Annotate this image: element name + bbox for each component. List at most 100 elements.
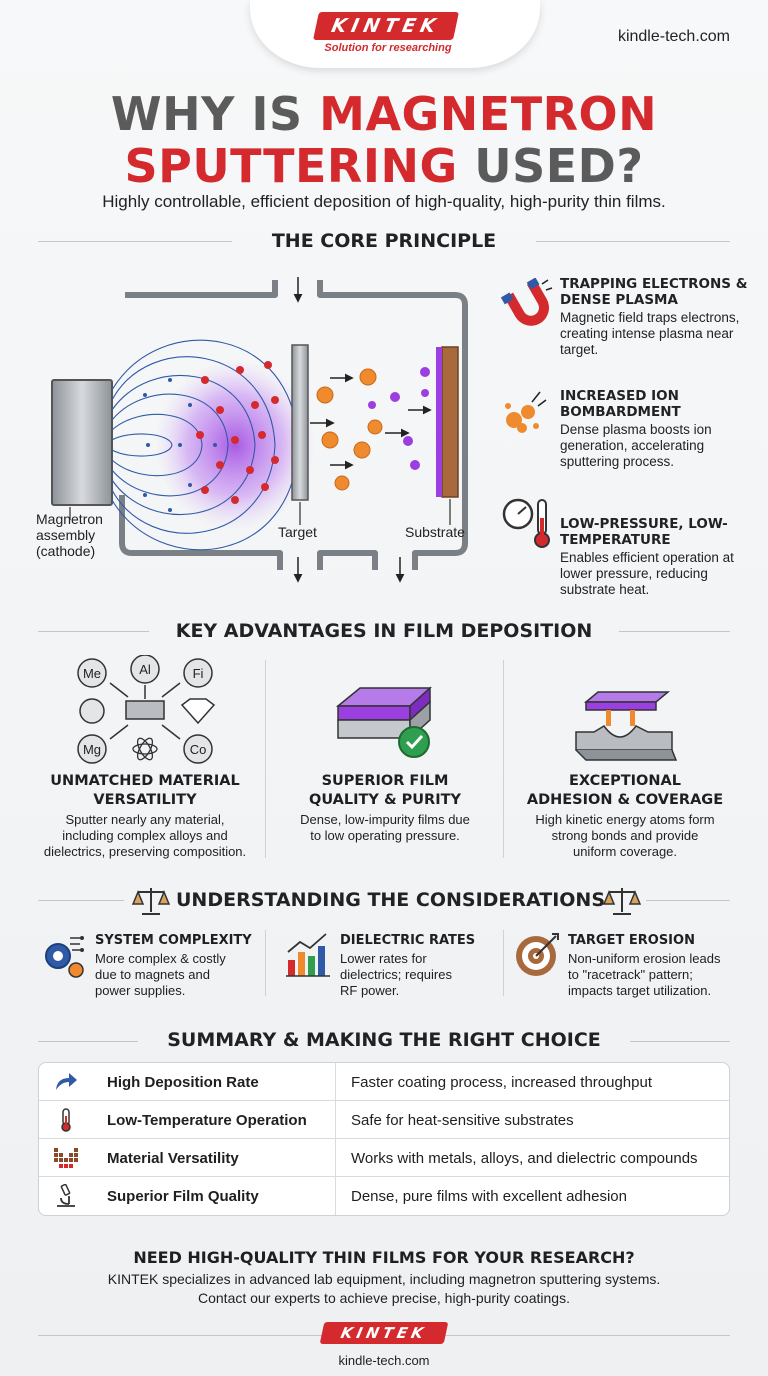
title-part2: MAGNETRON <box>319 87 658 141</box>
kintek-logo[interactable]: KINTEK <box>313 12 459 40</box>
desc-line: More complex & costly <box>95 951 226 966</box>
row-label: Material Versatility <box>107 1150 239 1167</box>
considerations-heading: UNDERSTANDING THE CONSIDERATIONS <box>176 889 606 911</box>
microscope-icon <box>57 1184 75 1207</box>
desc-line: dielectrics; requires <box>340 967 452 982</box>
feature-title: LOW-PRESSURE, LOW-TEMPERATURE <box>560 516 728 548</box>
magnet-icon <box>500 278 553 326</box>
desc-line: uniform coverage. <box>572 844 678 859</box>
cell-divider <box>335 1139 336 1177</box>
divider <box>503 930 504 996</box>
page-title: WHY IS MAGNETRON SPUTTERING USED? <box>0 88 768 192</box>
label-magnetron-2: assembly <box>36 527 95 543</box>
cell-divider <box>335 1101 336 1139</box>
advantage-title-line: EXCEPTIONAL <box>569 773 681 789</box>
site-url[interactable]: kindle-tech.com <box>617 28 730 45</box>
label-target: Target <box>278 524 317 540</box>
balance-scale-icon <box>132 888 170 915</box>
advantage-3-desc: High kinetic energy atoms form strong bo… <box>505 812 745 860</box>
kintek-logo-footer[interactable]: KINTEK <box>319 1322 449 1344</box>
desc-line: Non-uniform erosion leads <box>568 951 721 966</box>
element-co: Co <box>190 742 207 757</box>
desc-line: RF power. <box>340 983 400 998</box>
film-layer-check-icon <box>335 686 432 758</box>
element-mg: Mg <box>83 742 101 757</box>
desc-line: to "racetrack" pattern; <box>568 967 693 982</box>
desc-line: Dense, low-impurity films due <box>300 812 470 827</box>
summary-table: High Deposition Rate Faster coating proc… <box>38 1062 730 1216</box>
advantage-title-line: QUALITY & PURITY <box>309 792 461 808</box>
divider <box>265 930 266 996</box>
desc-line: due to magnets and <box>95 967 210 982</box>
label-substrate: Substrate <box>405 524 465 540</box>
desc-line: power supplies. <box>95 983 186 998</box>
label-magnetron-3: (cathode) <box>36 543 95 559</box>
row-value: Safe for heat-sensitive substrates <box>351 1112 574 1129</box>
advantage-3-title: EXCEPTIONAL ADHESION & COVERAGE <box>505 772 745 810</box>
feature-desc: Enables efficient operation at lower pre… <box>560 550 734 597</box>
advantage-2-desc: Dense, low-impurity films due to low ope… <box>265 812 505 844</box>
ion-cluster-icon <box>505 391 547 433</box>
consideration-1-title: SYSTEM COMPLEXITY <box>95 933 252 948</box>
divider <box>38 1041 138 1042</box>
site-url-footer[interactable]: kindle-tech.com <box>338 1353 430 1368</box>
table-row: Low-Temperature Operation Safe for heat-… <box>39 1101 729 1139</box>
table-row: Material Versatility Works with metals, … <box>39 1139 729 1177</box>
row-label: Superior Film Quality <box>107 1188 259 1205</box>
advantage-title-line: SUPERIOR FILM <box>321 773 449 789</box>
consideration-3-title: TARGET EROSION <box>568 933 695 948</box>
row-value: Dense, pure films with excellent adhesio… <box>351 1188 627 1205</box>
consideration-1-desc: More complex & costly due to magnets and… <box>95 951 260 999</box>
table-row: High Deposition Rate Faster coating proc… <box>39 1063 729 1101</box>
advantage-title-line: VERSATILITY <box>93 792 197 808</box>
material-elements-icon: Me Al Fi Mg Co <box>77 655 216 764</box>
advantages-heading: KEY ADVANTAGES IN FILM DEPOSITION <box>38 620 730 642</box>
element-fi: Fi <box>193 666 204 681</box>
feature-ion-bombardment: INCREASED ION BOMBARDMENT Dense plasma b… <box>560 388 760 470</box>
cell-divider <box>335 1177 336 1215</box>
desc-line: Lower rates for <box>340 951 427 966</box>
desc-line: dielectrics, preserving composition. <box>43 844 247 859</box>
advantage-1-title: UNMATCHED MATERIAL VERSATILITY <box>25 772 265 810</box>
cell-divider <box>335 1063 336 1101</box>
feature-title: INCREASED ION BOMBARDMENT <box>560 388 681 420</box>
desc-line: including complex alloys and <box>62 828 228 843</box>
consideration-2-title: DIELECTRIC RATES <box>340 933 476 948</box>
row-label: Low-Temperature Operation <box>107 1112 307 1129</box>
desc-line: Sputter nearly any material, <box>65 812 225 827</box>
divider <box>630 1041 730 1042</box>
divider <box>503 660 504 858</box>
desc-line: High kinetic energy atoms form <box>535 812 715 827</box>
advantage-title-line: ADHESION & COVERAGE <box>526 792 724 808</box>
divider <box>646 900 730 901</box>
feature-desc: Magnetic field traps electrons, creating… <box>560 310 740 357</box>
element-me: Me <box>83 666 101 681</box>
feature-title: TRAPPING ELECTRONS & DENSE PLASMA <box>560 276 748 308</box>
divider <box>265 660 266 858</box>
desc-line: strong bonds and provide <box>551 828 699 843</box>
label-magnetron-1: Magnetron <box>36 511 103 527</box>
element-al: Al <box>139 662 151 677</box>
feature-low-pressure: LOW-PRESSURE, LOW-TEMPERATURE Enables ef… <box>560 516 760 598</box>
gauge-thermometer-icon <box>502 498 550 548</box>
cta-text: KINTEK specializes in advanced lab equip… <box>107 1271 661 1287</box>
consideration-3-desc: Non-uniform erosion leads to "racetrack"… <box>568 951 748 999</box>
consideration-2-desc: Lower rates for dielectrics; requires RF… <box>340 951 505 999</box>
feature-trapping: TRAPPING ELECTRONS & DENSE PLASMA Magnet… <box>560 276 760 358</box>
periodic-table-icon <box>54 1148 78 1168</box>
row-value: Faster coating process, increased throug… <box>351 1074 653 1091</box>
advantage-1-desc: Sputter nearly any material, including c… <box>25 812 265 860</box>
sputtering-diagram: Magnetron assembly (cathode) Target Subs… <box>36 277 468 583</box>
logo-tagline: Solution for researching <box>324 42 452 54</box>
table-row: Superior Film Quality Dense, pure films … <box>39 1177 729 1215</box>
title-part1: WHY IS <box>110 87 320 141</box>
curved-arrow-icon <box>56 1073 77 1090</box>
target-icon <box>516 933 559 976</box>
title-part4: USED? <box>457 139 644 193</box>
advantage-2-title: SUPERIOR FILM QUALITY & PURITY <box>265 772 505 810</box>
gear-complexity-icon <box>45 936 84 978</box>
feature-desc: Dense plasma boosts ion generation, acce… <box>560 422 712 469</box>
core-principle-heading: THE CORE PRINCIPLE <box>38 230 730 252</box>
title-part3: SPUTTERING <box>124 139 458 193</box>
thermometer-icon <box>61 1108 71 1132</box>
